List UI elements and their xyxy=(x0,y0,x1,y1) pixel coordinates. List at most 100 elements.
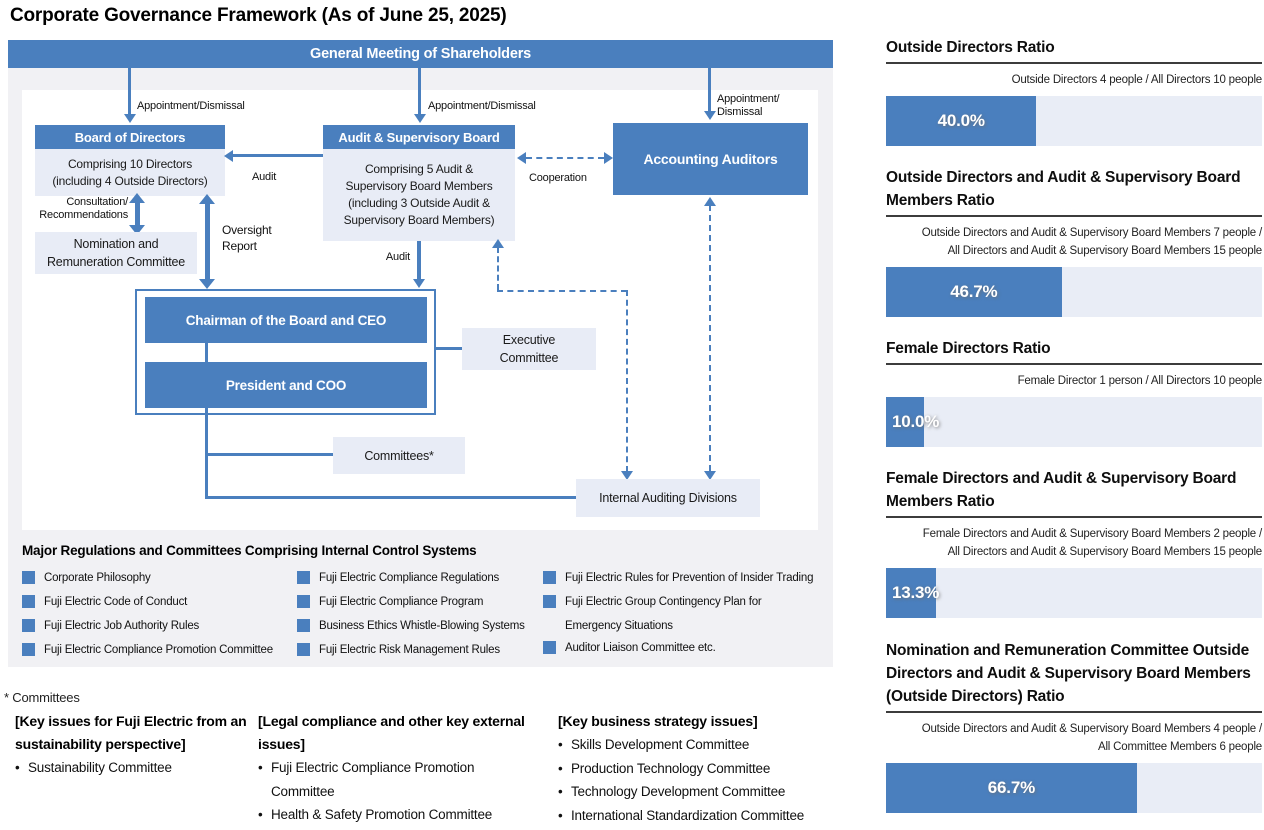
arrow-audit-horizontal xyxy=(233,154,323,157)
ratio-bar: 66.7% xyxy=(886,763,1262,813)
stat-note: Outside Directors and Audit & Supervisor… xyxy=(921,227,1262,257)
legend-item: Fuji Electric Compliance Regulations xyxy=(297,566,542,590)
label-audit: Audit xyxy=(252,171,277,183)
committees-footnote-marker: * Committees xyxy=(4,690,80,705)
connector-committees xyxy=(205,453,333,456)
blue-square-icon xyxy=(543,595,556,608)
ratio-bar: 13.3% xyxy=(886,568,1262,618)
board-of-directors-detail: Comprising 10 Directors (including 4 Out… xyxy=(35,149,225,196)
label-cooperation: Cooperation xyxy=(529,172,587,184)
legend-item: Auditor Liaison Committee etc. xyxy=(543,636,795,660)
arrow-appointment-auditors xyxy=(708,68,711,112)
blue-square-icon xyxy=(22,571,35,584)
ratio-value: 66.7% xyxy=(987,778,1035,797)
arrowhead-down-icon xyxy=(704,471,716,480)
arrowhead-down-icon xyxy=(199,279,215,289)
arrowhead-up-icon xyxy=(129,193,145,203)
blue-square-icon xyxy=(297,643,310,656)
stat-female-directors-asb-ratio: Female Directors and Audit & Supervisory… xyxy=(886,467,1262,618)
connector-chairman-president xyxy=(205,343,208,363)
legend-item: Business Ethics Whistle-Blowing Systems xyxy=(297,614,542,638)
stat-nomination-committee-ratio: Nomination and Remuneration Committee Ou… xyxy=(886,639,1262,813)
stat-title: Female Directors and Audit & Supervisory… xyxy=(886,467,1262,518)
audit-supervisory-board-box: Audit & Supervisory Board xyxy=(323,125,515,149)
arrowhead-up-icon xyxy=(199,194,215,204)
label-consultation-recommendations: Consultation/ Recommendations xyxy=(39,196,128,221)
label-audit: Audit xyxy=(385,251,410,263)
arrow-cooperation-dashed xyxy=(526,157,604,159)
legend-item: Fuji Electric Code of Conduct xyxy=(22,590,287,614)
dashed-line-horizontal xyxy=(497,290,627,292)
arrow-oversight-report xyxy=(205,202,210,282)
footnote-item: Health & Safety Promotion Committee xyxy=(258,803,536,827)
arrowhead-left-icon xyxy=(224,150,233,162)
board-of-directors-box: Board of Directors xyxy=(35,125,225,149)
arrowhead-down-icon xyxy=(414,114,426,123)
stat-title: Nomination and Remuneration Committee Ou… xyxy=(886,639,1262,713)
legend-item: Fuji Electric Group Contingency Plan for… xyxy=(543,590,795,638)
audit-supervisory-board-detail: Comprising 5 Audit & Supervisory Board M… xyxy=(323,149,515,241)
blue-square-icon xyxy=(22,595,35,608)
dashed-line-to-internal-audit xyxy=(626,290,628,472)
footnote-item: International Standardization Committee xyxy=(558,804,858,828)
footnote-item: Fuji Electric Compliance Promotion Commi… xyxy=(258,756,536,803)
arrowhead-down-icon xyxy=(413,279,425,288)
blue-square-icon xyxy=(543,641,556,654)
footnote-group-legal: [Legal compliance and other key external… xyxy=(258,710,536,827)
page-title: Corporate Governance Framework (As of Ju… xyxy=(10,5,507,26)
committees-box: Committees* xyxy=(333,437,465,474)
arrowhead-up-icon xyxy=(704,197,716,206)
footnote-item: Sustainability Committee xyxy=(15,756,267,780)
nomination-remuneration-committee-box: Nomination and Remuneration Committee xyxy=(35,232,197,274)
president-coo-box: President and COO xyxy=(145,362,427,408)
ratio-value: 46.7% xyxy=(950,282,998,301)
arrow-audit-down xyxy=(417,241,421,281)
legend-item: Fuji Electric Compliance Program xyxy=(297,590,542,614)
internal-auditing-divisions-box: Internal Auditing Divisions xyxy=(576,479,760,517)
arrowhead-left-icon xyxy=(517,152,526,164)
legend-item: Fuji Electric Job Authority Rules xyxy=(22,614,287,638)
arrowhead-down-icon xyxy=(704,111,716,120)
stat-note: Female Directors and Audit & Supervisory… xyxy=(922,528,1262,558)
footnote-heading: [Key issues for Fuji Electric from an su… xyxy=(15,713,247,752)
stat-title: Outside Directors and Audit & Supervisor… xyxy=(886,166,1262,217)
stat-note: Outside Directors 4 people / All Directo… xyxy=(1011,74,1263,86)
dashed-line-to-asb xyxy=(497,247,499,290)
arrow-consultation xyxy=(135,201,140,228)
ratio-bar-fill xyxy=(886,763,1137,813)
stat-outside-directors-ratio: Outside Directors Ratio Outside Director… xyxy=(886,36,1262,146)
footnote-item: Production Technology Committee xyxy=(558,757,858,781)
arrowhead-down-icon xyxy=(129,225,145,235)
accounting-auditors-box: Accounting Auditors xyxy=(613,123,808,195)
arrowhead-down-icon xyxy=(124,114,136,123)
arrowhead-right-icon xyxy=(604,152,613,164)
blue-square-icon xyxy=(22,619,35,632)
footnote-group-strategy: [Key business strategy issues] Skills De… xyxy=(558,710,858,827)
ratio-value: 13.3% xyxy=(892,583,940,602)
ratio-value: 10.0% xyxy=(892,412,940,431)
arrow-appointment-asb xyxy=(418,68,421,115)
chairman-ceo-box: Chairman of the Board and CEO xyxy=(145,297,427,343)
connector-internal-auditing xyxy=(205,496,576,499)
blue-square-icon xyxy=(297,571,310,584)
label-appointment-dismissal: Appointment/Dismissal xyxy=(428,100,536,112)
ratio-bar: 40.0% xyxy=(886,96,1262,146)
ratio-bar-fill xyxy=(886,96,1037,146)
blue-square-icon xyxy=(297,595,310,608)
arrowhead-down-icon xyxy=(621,471,633,480)
legend-item: Fuji Electric Rules for Prevention of In… xyxy=(543,566,821,590)
footnote-item: Skills Development Committee xyxy=(558,733,858,757)
label-appointment-dismissal: Appointment/ Dismissal xyxy=(717,93,780,118)
ratio-bar: 46.7% xyxy=(886,267,1262,317)
label-appointment-dismissal: Appointment/Dismissal xyxy=(137,100,245,112)
stat-note: Outside Directors and Audit & Supervisor… xyxy=(921,723,1262,753)
ratio-value: 40.0% xyxy=(937,111,985,130)
footnote-heading: [Key business strategy issues] xyxy=(558,713,758,729)
stat-outside-directors-asb-ratio: Outside Directors and Audit & Supervisor… xyxy=(886,166,1262,317)
executive-committee-box: Executive Committee xyxy=(462,328,596,370)
legend-item: Fuji Electric Compliance Promotion Commi… xyxy=(22,638,292,662)
footnote-heading: [Legal compliance and other key external… xyxy=(258,713,525,752)
stat-note: Female Director 1 person / All Directors… xyxy=(1017,375,1263,387)
stat-title: Outside Directors Ratio xyxy=(886,36,1262,64)
